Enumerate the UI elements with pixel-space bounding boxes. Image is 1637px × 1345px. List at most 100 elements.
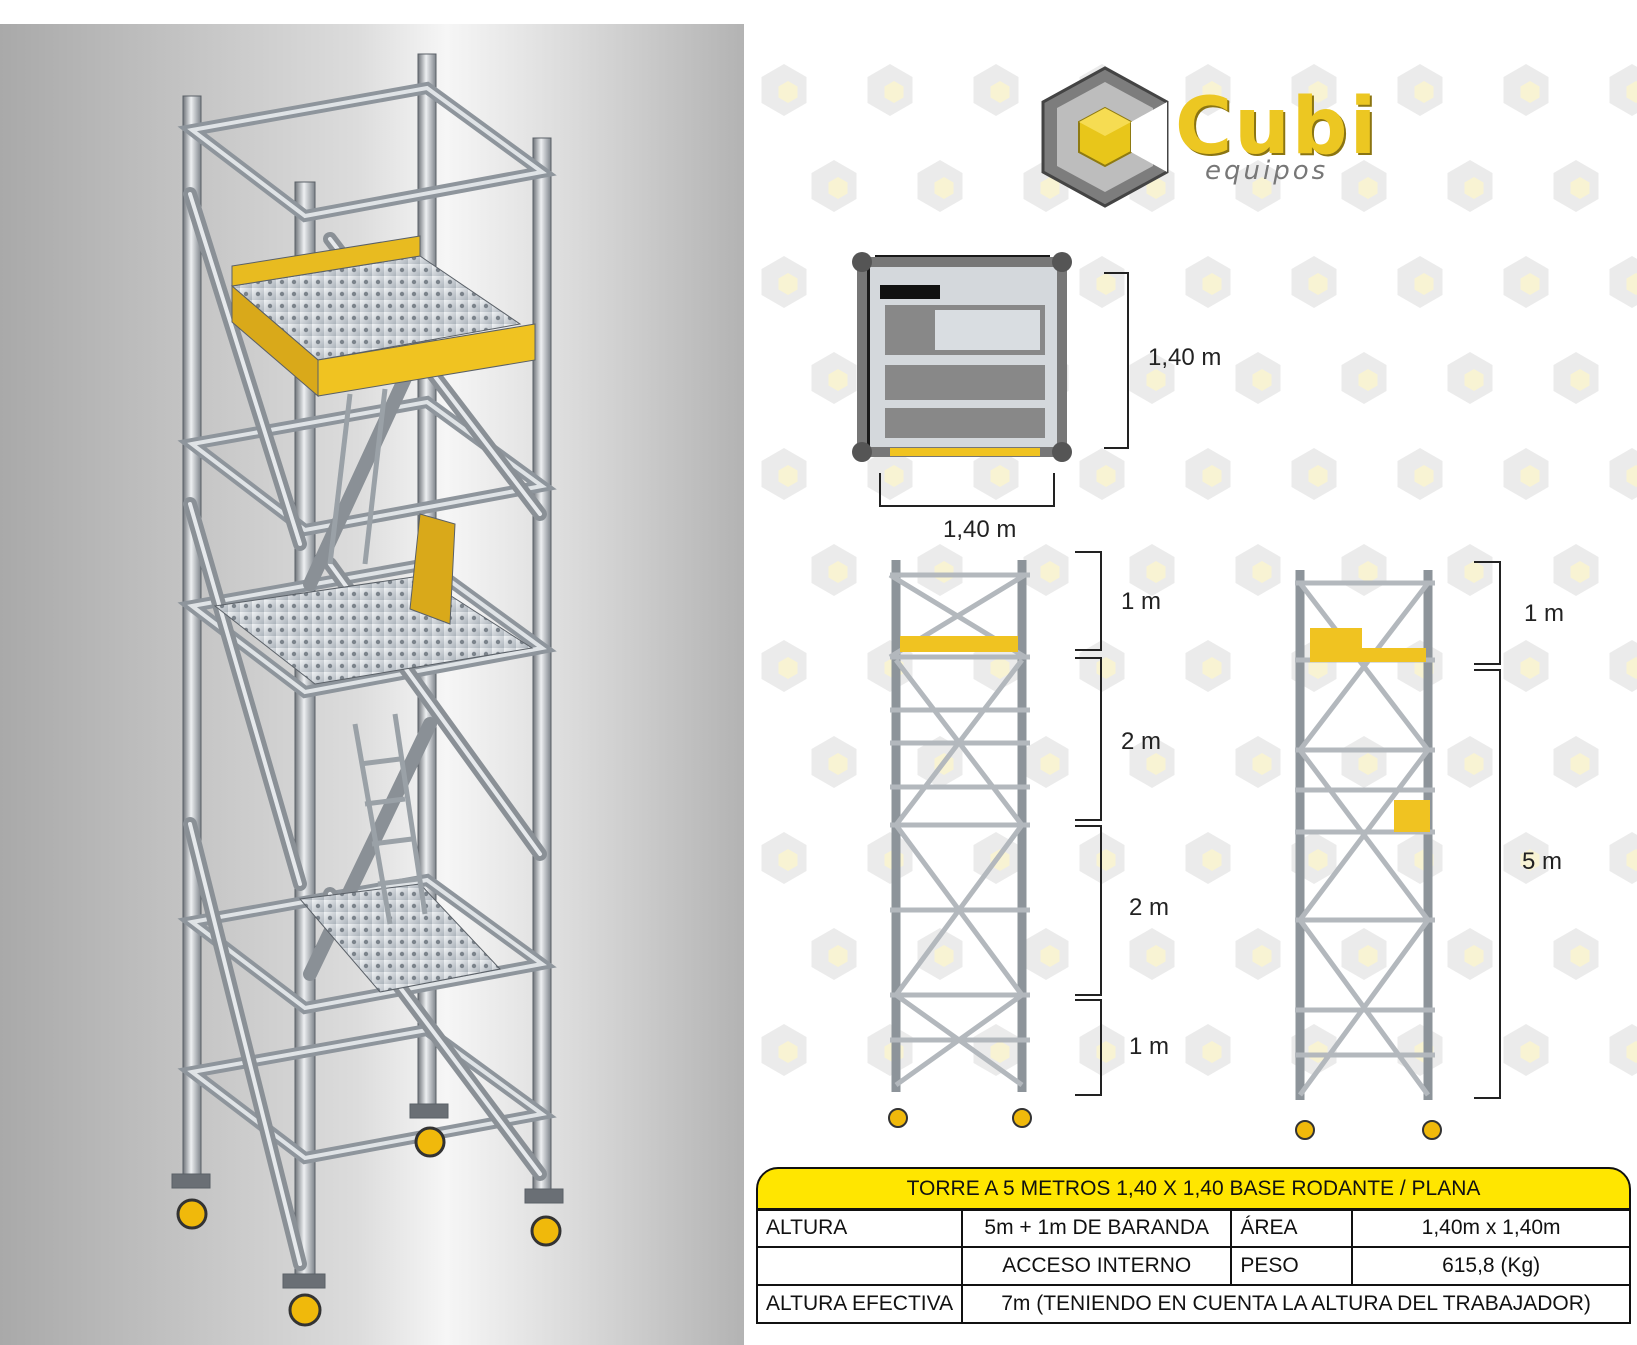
spec-table: TORRE A 5 METROS 1,40 X 1,40 BASE RODANT… — [755, 1167, 1631, 1337]
watermark-cube-core-icon — [828, 177, 848, 199]
tower-3d-render — [0, 24, 744, 1345]
front-dim-4: 1 m — [1129, 1033, 1170, 1060]
watermark-cube-core-icon — [1040, 945, 1060, 967]
watermark-cube-core-icon — [1414, 465, 1434, 487]
watermark-cube-core-icon — [1308, 849, 1328, 871]
side-view-drawing — [1295, 570, 1442, 1140]
watermark-cube-core-icon — [1626, 849, 1637, 871]
watermark-cube-core-icon — [1308, 273, 1328, 295]
row-value: ACCESO INTERNO — [961, 1246, 1233, 1286]
watermark-cube-core-icon — [1520, 465, 1540, 487]
watermark-cube-core-icon — [778, 1041, 798, 1063]
watermark-cube-icon — [1609, 256, 1637, 308]
watermark-cube-core-icon — [1414, 81, 1434, 103]
watermark-cube-icon — [1609, 448, 1637, 500]
watermark-cube-core-icon — [828, 369, 848, 391]
table-row: ALTURA 5m + 1m DE BARANDA ÁREA 1,40m x 1… — [755, 1208, 1631, 1248]
row-value: 5m + 1m DE BARANDA — [961, 1208, 1233, 1248]
watermark-cube-core-icon — [1358, 945, 1378, 967]
watermark-cube-core-icon — [884, 81, 904, 103]
watermark-cube-core-icon — [1414, 273, 1434, 295]
watermark-cube-core-icon — [1146, 945, 1166, 967]
watermark-cube-core-icon — [990, 1041, 1010, 1063]
top-view-depth-label: 1,40 m — [1148, 344, 1222, 371]
row-label2: PESO — [1230, 1246, 1354, 1286]
watermark-cube-core-icon — [1146, 561, 1166, 583]
watermark-cube-core-icon — [1252, 561, 1272, 583]
watermark-cube-core-icon — [778, 465, 798, 487]
watermark-cube-core-icon — [778, 657, 798, 679]
watermark-cube-core-icon — [1202, 849, 1222, 871]
side-dim-2: 5 m — [1522, 848, 1563, 875]
watermark-cube-core-icon — [1464, 561, 1484, 583]
watermark-cube-core-icon — [1096, 273, 1116, 295]
watermark-cube-core-icon — [1570, 945, 1590, 967]
watermark-cube-core-icon — [1358, 753, 1378, 775]
watermark-cube-core-icon — [990, 657, 1010, 679]
watermark-cube-core-icon — [1308, 465, 1328, 487]
watermark-cube-core-icon — [1520, 273, 1540, 295]
brand-name: Cubi — [1175, 82, 1379, 172]
brand-tagline: equipos — [1205, 156, 1329, 186]
watermark-cube-core-icon — [1308, 81, 1328, 103]
watermark-cube-core-icon — [1040, 561, 1060, 583]
watermark-cube-core-icon — [934, 177, 954, 199]
watermark-cube-core-icon — [778, 81, 798, 103]
row-value2: 1,40m x 1,40m — [1351, 1208, 1631, 1248]
cube-logo-icon — [1041, 66, 1169, 208]
watermark-cube-core-icon — [884, 465, 904, 487]
front-dim-2: 2 m — [1121, 728, 1162, 755]
watermark-cube-core-icon — [1358, 177, 1378, 199]
watermark-cube-core-icon — [1626, 657, 1637, 679]
watermark-cube-core-icon — [828, 561, 848, 583]
watermark-cube-core-icon — [1202, 657, 1222, 679]
watermark-cube-icon — [1609, 1024, 1637, 1076]
effective-height-value: 7m (TENIENDO EN CUENTA LA ALTURA DEL TRA… — [961, 1284, 1631, 1324]
watermark-cube-core-icon — [990, 849, 1010, 871]
watermark-cube-core-icon — [990, 81, 1010, 103]
watermark-cube-core-icon — [778, 849, 798, 871]
watermark-cube-core-icon — [1040, 177, 1060, 199]
front-dim-3: 2 m — [1129, 894, 1170, 921]
watermark-cube-icon — [1609, 832, 1637, 884]
watermark-cube-core-icon — [1252, 753, 1272, 775]
watermark-cube-core-icon — [934, 945, 954, 967]
front-view-drawing — [888, 560, 1032, 1128]
watermark-cube-core-icon — [778, 273, 798, 295]
row-label — [755, 1246, 964, 1286]
front-dim-1: 1 m — [1121, 588, 1162, 615]
row-label2: ÁREA — [1230, 1208, 1354, 1248]
watermark-cube-core-icon — [1202, 465, 1222, 487]
watermark-cube-core-icon — [1520, 849, 1540, 871]
watermark-cube-core-icon — [1464, 753, 1484, 775]
watermark-cube-core-icon — [1626, 81, 1637, 103]
watermark-cube-core-icon — [1202, 273, 1222, 295]
top-view-width-label: 1,40 m — [943, 516, 1017, 543]
watermark-cube-core-icon — [1040, 753, 1060, 775]
watermark-cube-core-icon — [1570, 177, 1590, 199]
side-dim-1: 1 m — [1524, 600, 1565, 627]
watermark-cube-icon — [1609, 640, 1637, 692]
watermark-cube-core-icon — [1202, 81, 1222, 103]
watermark-cube-core-icon — [1252, 945, 1272, 967]
watermark-cube-core-icon — [1358, 369, 1378, 391]
table-row: ACCESO INTERNO PESO 615,8 (Kg) — [755, 1246, 1631, 1286]
watermark-cube-core-icon — [1626, 1041, 1637, 1063]
watermark-cube-icon — [1609, 64, 1637, 116]
watermark-cube-core-icon — [990, 465, 1010, 487]
watermark-cube-core-icon — [828, 945, 848, 967]
watermark-cube-core-icon — [828, 753, 848, 775]
watermark-cube-core-icon — [1252, 177, 1272, 199]
watermark-cube-core-icon — [1626, 465, 1637, 487]
orthographic-drawings — [852, 252, 1501, 1140]
watermark-cube-core-icon — [1358, 561, 1378, 583]
dimension-lines — [879, 272, 1501, 1099]
watermark-cube-core-icon — [1520, 81, 1540, 103]
table-row: ALTURA EFECTIVA 7m (TENIENDO EN CUENTA L… — [755, 1284, 1631, 1324]
row-value2: 615,8 (Kg) — [1351, 1246, 1631, 1286]
top-view-drawing — [852, 252, 1072, 462]
watermark-cube-core-icon — [1146, 753, 1166, 775]
watermark-cube-core-icon — [1146, 177, 1166, 199]
row-label: ALTURA — [755, 1208, 964, 1248]
brand-logo: Cubi equipos — [1035, 60, 1395, 220]
